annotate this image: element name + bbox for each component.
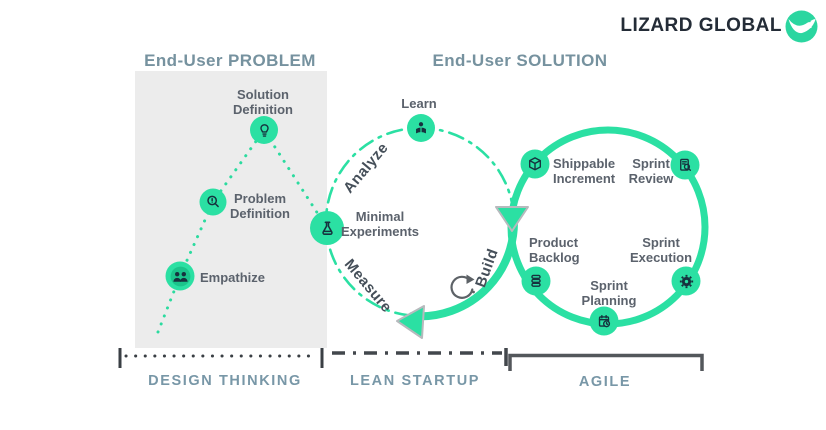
review-icon <box>680 158 692 171</box>
node-sprint-execution <box>671 266 701 296</box>
design-thinking-dotted-path <box>156 127 329 334</box>
agile-bracket-label: AGILE <box>578 374 632 390</box>
problem-definition-label: Problem Definition <box>230 191 290 222</box>
solution-definition-label: Solution Definition <box>233 87 293 118</box>
build-arrowhead-icon <box>396 305 425 339</box>
problem-panel <box>135 71 327 348</box>
node-product-backlog <box>521 266 551 296</box>
learn-label: Learn <box>401 96 437 111</box>
agile-bracket <box>508 353 704 371</box>
solution-section-title: End-User SOLUTION <box>432 51 608 70</box>
lean-startup-bracket-label: LEAN STARTUP <box>349 373 481 389</box>
calendar-icon <box>598 314 611 328</box>
empathize-label: Empathize <box>200 270 266 285</box>
product-backlog-label: Product Backlog <box>529 235 580 266</box>
lightbulb-icon <box>259 123 269 137</box>
node-problem-definition <box>199 188 227 216</box>
magnifier-alert-icon <box>207 195 219 208</box>
minimal-experiments-label: Minimal Experiments <box>340 209 420 240</box>
node-empathize <box>165 261 195 291</box>
gear-icon <box>679 274 693 288</box>
node-shippable-increment <box>520 149 550 179</box>
brand-logo-text: LIZARD GLOBAL <box>620 15 782 36</box>
design-thinking-bracket-label: DESIGN THINKING <box>148 373 302 389</box>
package-icon <box>528 157 542 171</box>
people-icon <box>170 266 190 286</box>
backlog-icon <box>531 274 541 287</box>
lizard-logo-icon <box>785 10 818 43</box>
sprint-planning-label: Sprint Planning <box>581 278 637 309</box>
experiment-icon <box>321 221 333 235</box>
sprint-review-label: Sprint Review <box>628 156 674 187</box>
node-sprint-review <box>670 150 700 180</box>
node-solution-definition <box>250 116 278 144</box>
problem-section-title: End-User PROBLEM <box>144 51 316 70</box>
iteration-loop-icon <box>450 274 475 299</box>
build-arc <box>408 205 518 321</box>
node-sprint-planning <box>589 306 619 336</box>
learning-icon <box>416 122 426 134</box>
shippable-increment-label: Shippable Increment <box>553 156 616 187</box>
intersection-arrowhead-icon <box>495 206 529 232</box>
node-minimal-experiments <box>310 211 344 245</box>
node-learn <box>407 114 435 142</box>
sprint-execution-label: Sprint Execution <box>629 235 693 266</box>
